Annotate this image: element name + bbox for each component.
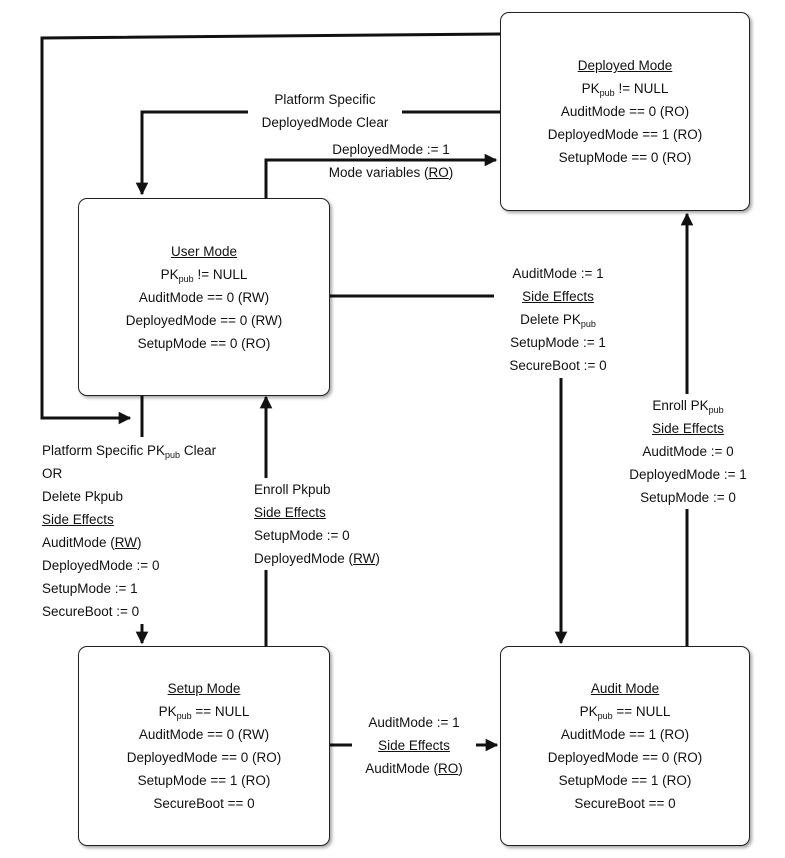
auditmode-condition: AuditMode == 0 (RO): [560, 104, 690, 119]
label-line: Mode variables (RO): [328, 165, 454, 180]
deployedmode-condition: DeployedMode == 0 (RO): [126, 750, 282, 765]
label-line: DeployedMode (RW): [254, 551, 380, 566]
to-setup-label: Platform Specific PKpub Clear OR Delete …: [42, 439, 252, 623]
setup-mode-state: Setup Mode PKpub == NULL AuditMode == 0 …: [78, 646, 330, 846]
label-line: AuditMode := 1: [368, 715, 460, 730]
state-title: Deployed Mode: [577, 58, 673, 73]
state-title: Setup Mode: [167, 681, 241, 696]
auditmode-condition: AuditMode == 1 (RO): [560, 727, 690, 742]
secureboot-condition: SecureBoot == 0: [153, 796, 255, 811]
user-to-audit-label: AuditMode := 1 Side Effects Delete PKpub…: [494, 262, 622, 377]
label-line: Platform Specific PKpub Clear: [42, 443, 217, 460]
user-to-deployed-arrow: [264, 153, 498, 198]
label-line: Platform Specific: [274, 92, 376, 107]
audit-to-deployed-label: Enroll PKpub Side Effects AuditMode := 0…: [617, 394, 759, 509]
label-line: SetupMode := 0: [640, 490, 736, 505]
deployedmode-condition: DeployedMode == 0 (RW): [125, 312, 283, 328]
pk-condition: PKpub != NULL: [160, 266, 248, 284]
label-line: DeployedMode := 1: [332, 142, 450, 157]
label-line: SecureBoot := 0: [509, 358, 607, 373]
deployed-clear-outer-arrow: [40, 32, 501, 425]
pk-condition: PKpub != NULL: [581, 81, 669, 98]
state-title: User Mode: [170, 243, 238, 259]
label-line: DeployedMode Clear: [261, 115, 389, 130]
state-title: Audit Mode: [590, 681, 660, 696]
label-line: DeployedMode := 1: [629, 467, 747, 482]
side-effects-heading: Side Effects: [378, 738, 450, 753]
label-line: DeployedMode := 0: [42, 558, 160, 573]
user-mode-state: User Mode PKpub != NULL AuditMode == 0 (…: [78, 198, 330, 396]
label-line: SetupMode := 1: [510, 335, 606, 350]
setup-to-user-label: Enroll Pkpub Side Effects SetupMode := 0…: [254, 478, 414, 570]
user-to-deployed-label: DeployedMode := 1 Mode variables (RO): [306, 138, 476, 184]
label-line: SecureBoot := 0: [42, 604, 140, 619]
setupmode-condition: SetupMode == 1 (RO): [137, 773, 271, 788]
deployedmode-condition: DeployedMode == 1 (RO): [547, 127, 703, 142]
label-line: AuditMode (RW): [42, 535, 142, 550]
audit-mode-state: Audit Mode PKpub == NULL AuditMode == 1 …: [500, 646, 750, 846]
side-effects-heading: Side Effects: [42, 512, 114, 527]
auditmode-condition: AuditMode == 0 (RW): [138, 289, 270, 305]
label-line: Enroll PKpub: [652, 398, 724, 415]
secureboot-condition: SecureBoot == 0: [574, 796, 676, 811]
label-line: Delete Pkpub: [42, 489, 124, 504]
label-line: AuditMode := 0: [642, 444, 734, 459]
deployed-to-user-label: Platform Specific DeployedMode Clear: [248, 88, 402, 134]
side-effects-heading: Side Effects: [254, 505, 326, 520]
setupmode-condition: SetupMode == 0 (RO): [558, 150, 692, 165]
setupmode-condition: SetupMode == 1 (RO): [558, 773, 692, 788]
label-line: AuditMode := 1: [512, 266, 604, 281]
pk-condition: PKpub == NULL: [158, 704, 250, 721]
setup-to-audit-label: AuditMode := 1 Side Effects AuditMode (R…: [352, 711, 476, 780]
side-effects-heading: Side Effects: [652, 421, 724, 436]
deployed-mode-state: Deployed Mode PKpub != NULL AuditMode ==…: [500, 12, 750, 211]
pk-condition: PKpub == NULL: [579, 704, 671, 721]
deployedmode-condition: DeployedMode == 0 (RO): [547, 750, 703, 765]
label-line: AuditMode (RO): [365, 761, 463, 776]
label-line: SetupMode := 0: [254, 528, 350, 543]
label-line: Enroll Pkpub: [254, 482, 331, 497]
label-line: OR: [42, 466, 63, 481]
label-line: SetupMode := 1: [42, 581, 138, 596]
auditmode-condition: AuditMode == 0 (RW): [138, 727, 270, 742]
setupmode-condition: SetupMode == 0 (RO): [137, 335, 271, 351]
side-effects-heading: Side Effects: [522, 289, 594, 304]
label-line: Delete PKpub: [520, 312, 596, 329]
